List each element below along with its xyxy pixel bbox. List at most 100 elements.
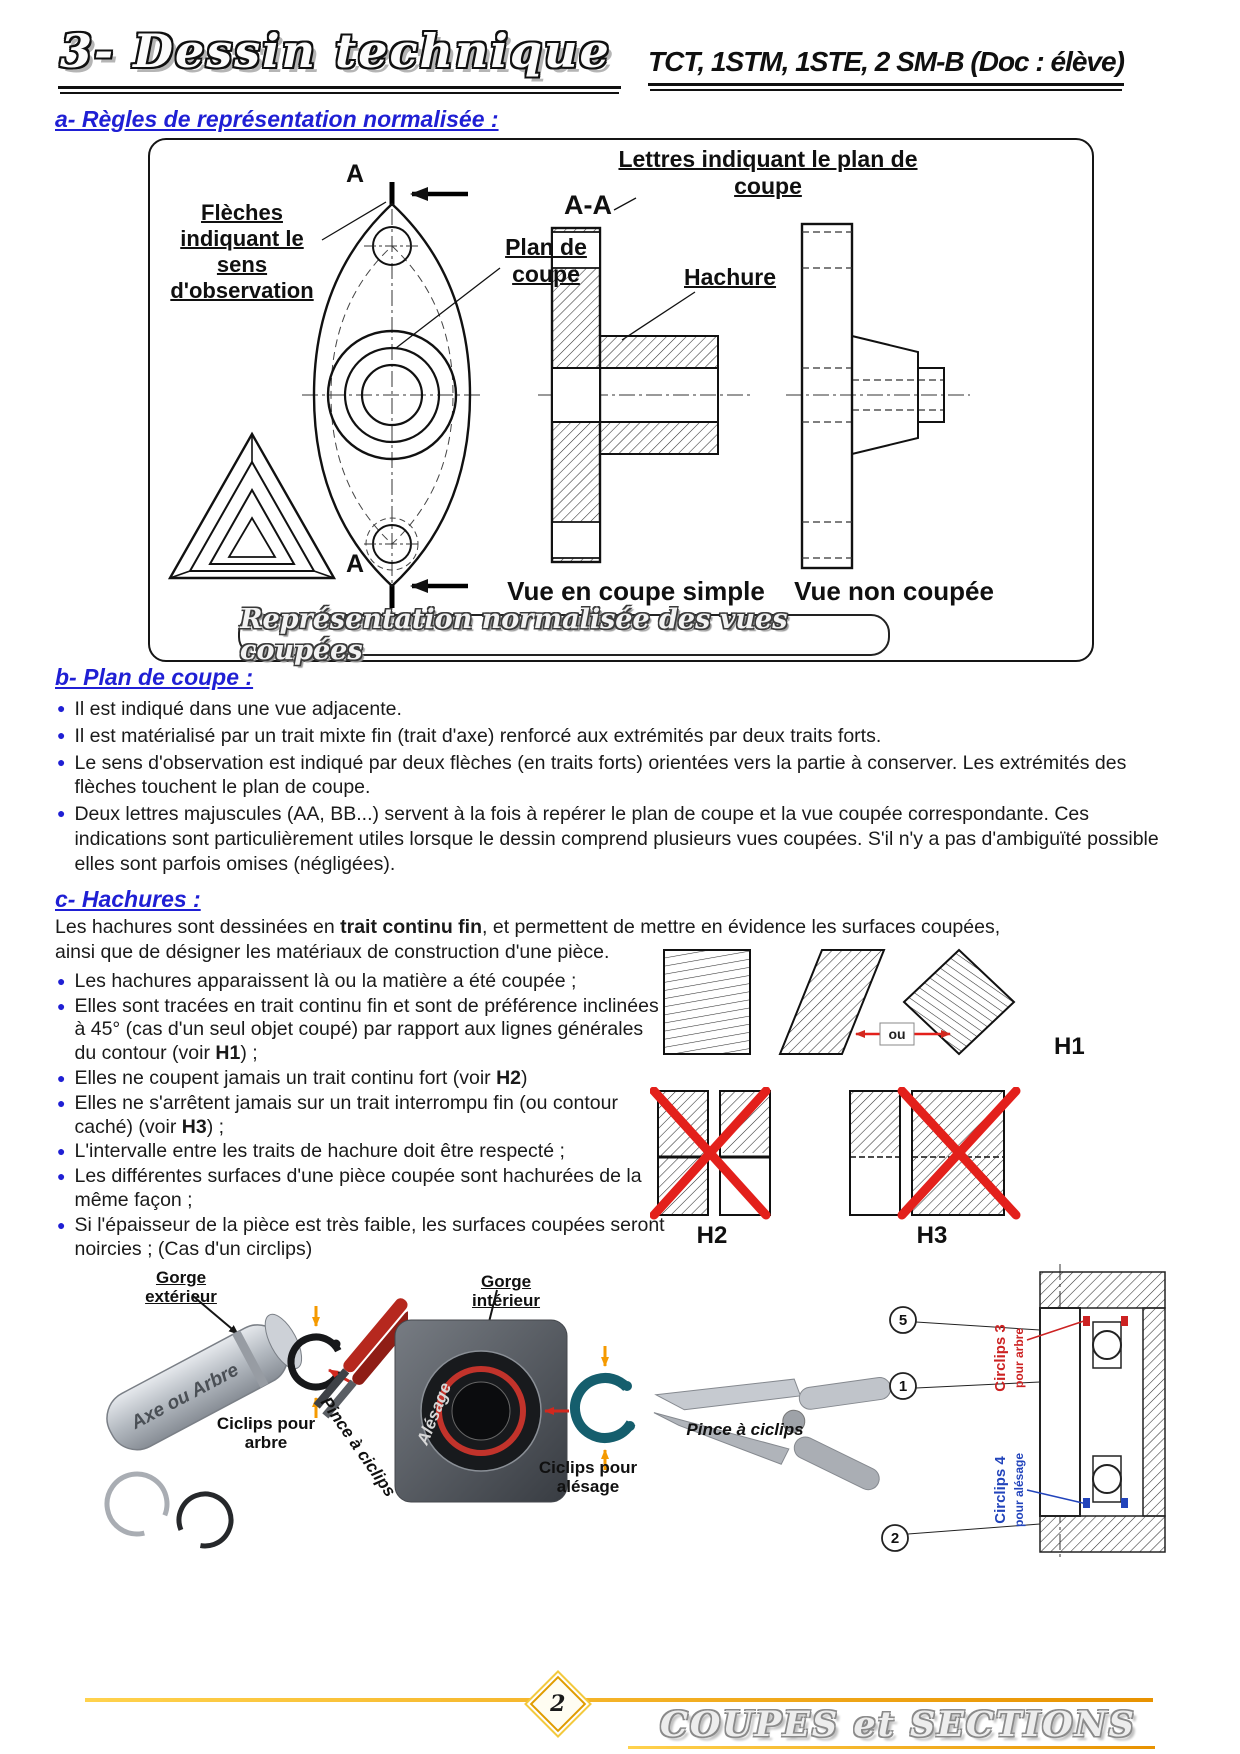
bullet-segment: ) ; [240, 1042, 258, 1065]
bearing-ball-bottom [1092, 1464, 1122, 1494]
balloon-1: 1 [899, 1378, 907, 1395]
section-c: c- Hachures : Les hachures sont dessinée… [55, 886, 1185, 1262]
uncut-view-caption: Vue non coupée [794, 576, 994, 606]
bullet-text: Les différentes surfaces d'une pièce cou… [74, 1165, 667, 1213]
list-item: ● Si l'épaisseur de la pièce est très fa… [55, 1214, 667, 1262]
section-letter-bottom: A [346, 550, 365, 578]
page-number-diamond: 2 [529, 1675, 587, 1733]
shaft-circlip-photo: Axe ou Arbre [104, 1295, 408, 1549]
red-cross-h3 [897, 1086, 1021, 1220]
bullet-text: Le sens d'observation est indiqué par de… [74, 751, 1127, 799]
bullet-text: Si l'épaisseur de la pièce est très faib… [74, 1214, 667, 1262]
bullet-text: Deux lettres majuscules (AA, BB...) serv… [74, 803, 1159, 875]
bullet-segment: Les hachures apparaissent là ou la matiè… [74, 969, 577, 992]
list-item: ● L'intervalle entre les traits de hachu… [55, 1140, 667, 1164]
bullet-bold-ref: H1 [215, 1042, 241, 1065]
bearing-assembly-drawing: 5 1 2 Circlips 3 pour arbre Circlips 4 p… [881, 1264, 1166, 1560]
section-letters-label: Lettres indiquant le plan de coupe [618, 146, 918, 200]
circlips4-sublabel: pour alésage [1012, 1453, 1026, 1527]
section-b: b- Plan de coupe : ● Il est indiqué dans… [55, 664, 1170, 878]
figure-banner-text: Représentation normalisée des vues coupé… [240, 604, 788, 666]
footer-rule-top [85, 1698, 1153, 1702]
section-a-heading: a- Règles de représentation normalisée : [55, 106, 499, 132]
bullet-marker: ● [57, 1070, 66, 1087]
circlip-pliers-photo [653, 1377, 892, 1491]
list-item: ● Il est indiqué dans une vue adjacente. [55, 697, 1170, 722]
list-item: ● Elles ne s'arrêtent jamais sur un trai… [55, 1092, 667, 1140]
bullet-text: Il est indiqué dans une vue adjacente. [74, 698, 402, 720]
circlip-ring-a [104, 1471, 170, 1537]
circlips3-sublabel: pour arbre [1012, 1328, 1026, 1388]
list-item: ● Le sens d'observation est indiqué par … [55, 751, 1170, 801]
list-item: ● Il est matérialisé par un trait mixte … [55, 724, 1170, 749]
or-label: ou [888, 1026, 905, 1042]
figure-normalized-representation: Flèches indiquant le sens d'observation … [148, 138, 1094, 666]
bullet-bold-ref: H3 [181, 1115, 207, 1138]
bullet-text: Il est matérialisé par un trait mixte fi… [74, 724, 882, 747]
figure-banner: Représentation normalisée des vues coupé… [238, 604, 890, 666]
h1-label: H1 [1054, 1033, 1085, 1060]
internal-groove-label: Gorge intérieur [471, 1272, 541, 1311]
cutting-plane-label: Plan de coupe [505, 234, 587, 288]
normalized-views-drawing [167, 182, 970, 608]
cut-view-caption: Vue en coupe simple [507, 576, 765, 606]
bullet-marker: ● [57, 1143, 66, 1160]
intro-bold: trait continu fin [340, 916, 483, 938]
pliers-right-label: Pince à ciclips [686, 1420, 804, 1439]
hatching-example-h1: ou H1 [663, 948, 1085, 1060]
section-name-label: A-A [564, 190, 612, 220]
balloon-5: 5 [899, 1312, 907, 1329]
bullet-segment: ) ; [206, 1115, 225, 1138]
circlips3-label: Circlips 3 [992, 1324, 1009, 1392]
bearing-ball-top [1092, 1330, 1122, 1360]
bore-circlip-label: Ciclips pour alésage [538, 1458, 638, 1497]
shaft-circlip-label: Ciclips pour arbre [216, 1414, 316, 1453]
list-item: ● Elles sont tracées en trait continu fi… [55, 995, 667, 1066]
list-item: ● Les hachures apparaissent là ou la mat… [55, 970, 667, 994]
bullet-marker: ● [57, 997, 66, 1014]
red-cross-h2 [649, 1086, 771, 1220]
section-letter-top: A [346, 160, 365, 188]
section-c-heading: c- Hachures : [55, 886, 201, 912]
bullet-marker: ● [57, 700, 66, 716]
page-title: 3- Dessin technique [58, 24, 621, 94]
uncut-view [800, 222, 945, 570]
list-item: ● Deux lettres majuscules (AA, BB...) se… [55, 802, 1170, 876]
bullet-text: Elles ne s'arrêtent jamais sur un trait … [74, 1092, 667, 1140]
bullet-text: Elles ne coupent jamais un trait continu… [74, 1067, 527, 1091]
circlip-illustrations: Axe ou Arbre Alésage [55, 1262, 1205, 1562]
circlip-ring-b [176, 1491, 234, 1549]
hatching-examples: ou H1 H2 H3 [649, 944, 1155, 1257]
external-groove-label: Gorge extérieur [145, 1268, 217, 1307]
hatching-intro: Les hachures sont dessinées en trait con… [55, 915, 1005, 965]
bore-circlip-photo: Alésage [394, 1289, 640, 1503]
intro-segment: Les hachures sont dessinées en [55, 916, 341, 938]
bullet-text: L'intervalle entre les traits de hachure… [74, 1140, 564, 1164]
bullet-segment: L'intervalle entre les traits de hachure… [74, 1140, 565, 1163]
bullet-bold-ref: H2 [496, 1067, 522, 1090]
balloon-2: 2 [891, 1530, 899, 1547]
bullet-segment: Si l'épaisseur de la pièce est très faib… [74, 1213, 665, 1260]
intro-segment: , et permettent de mettre en évidence le… [55, 916, 1001, 963]
section-view [550, 226, 719, 564]
footer-rule-bottom [628, 1746, 1155, 1749]
h3-label: H3 [917, 1222, 948, 1249]
hatching-label: Hachure [684, 264, 777, 290]
bullet-marker: ● [57, 1094, 66, 1111]
list-item: ● Elles ne coupent jamais un trait conti… [55, 1067, 667, 1091]
bullet-marker: ● [57, 1216, 66, 1233]
bullet-marker: ● [57, 1168, 66, 1185]
bore-circlip-ring [436, 1366, 526, 1456]
page-number: 2 [550, 1691, 566, 1717]
internal-circlip [570, 1373, 640, 1443]
list-item: ● Les différentes surfaces d'une pièce c… [55, 1165, 667, 1213]
hatching-examples-h2-h3: H2 H3 [649, 1086, 1021, 1249]
circlips4-label: Circlips 4 [992, 1456, 1009, 1524]
bullet-marker: ● [57, 753, 66, 770]
bullet-segment: Elles ne coupent jamais un trait continu… [74, 1067, 497, 1090]
hatching-rules-list: ● Les hachures apparaissent là ou la mat… [55, 970, 667, 1261]
bullet-segment: Elles ne s'arrêtent jamais sur un trait … [74, 1091, 618, 1138]
section-b-heading: b- Plan de coupe : [55, 664, 254, 690]
bullet-marker: ● [57, 805, 66, 821]
